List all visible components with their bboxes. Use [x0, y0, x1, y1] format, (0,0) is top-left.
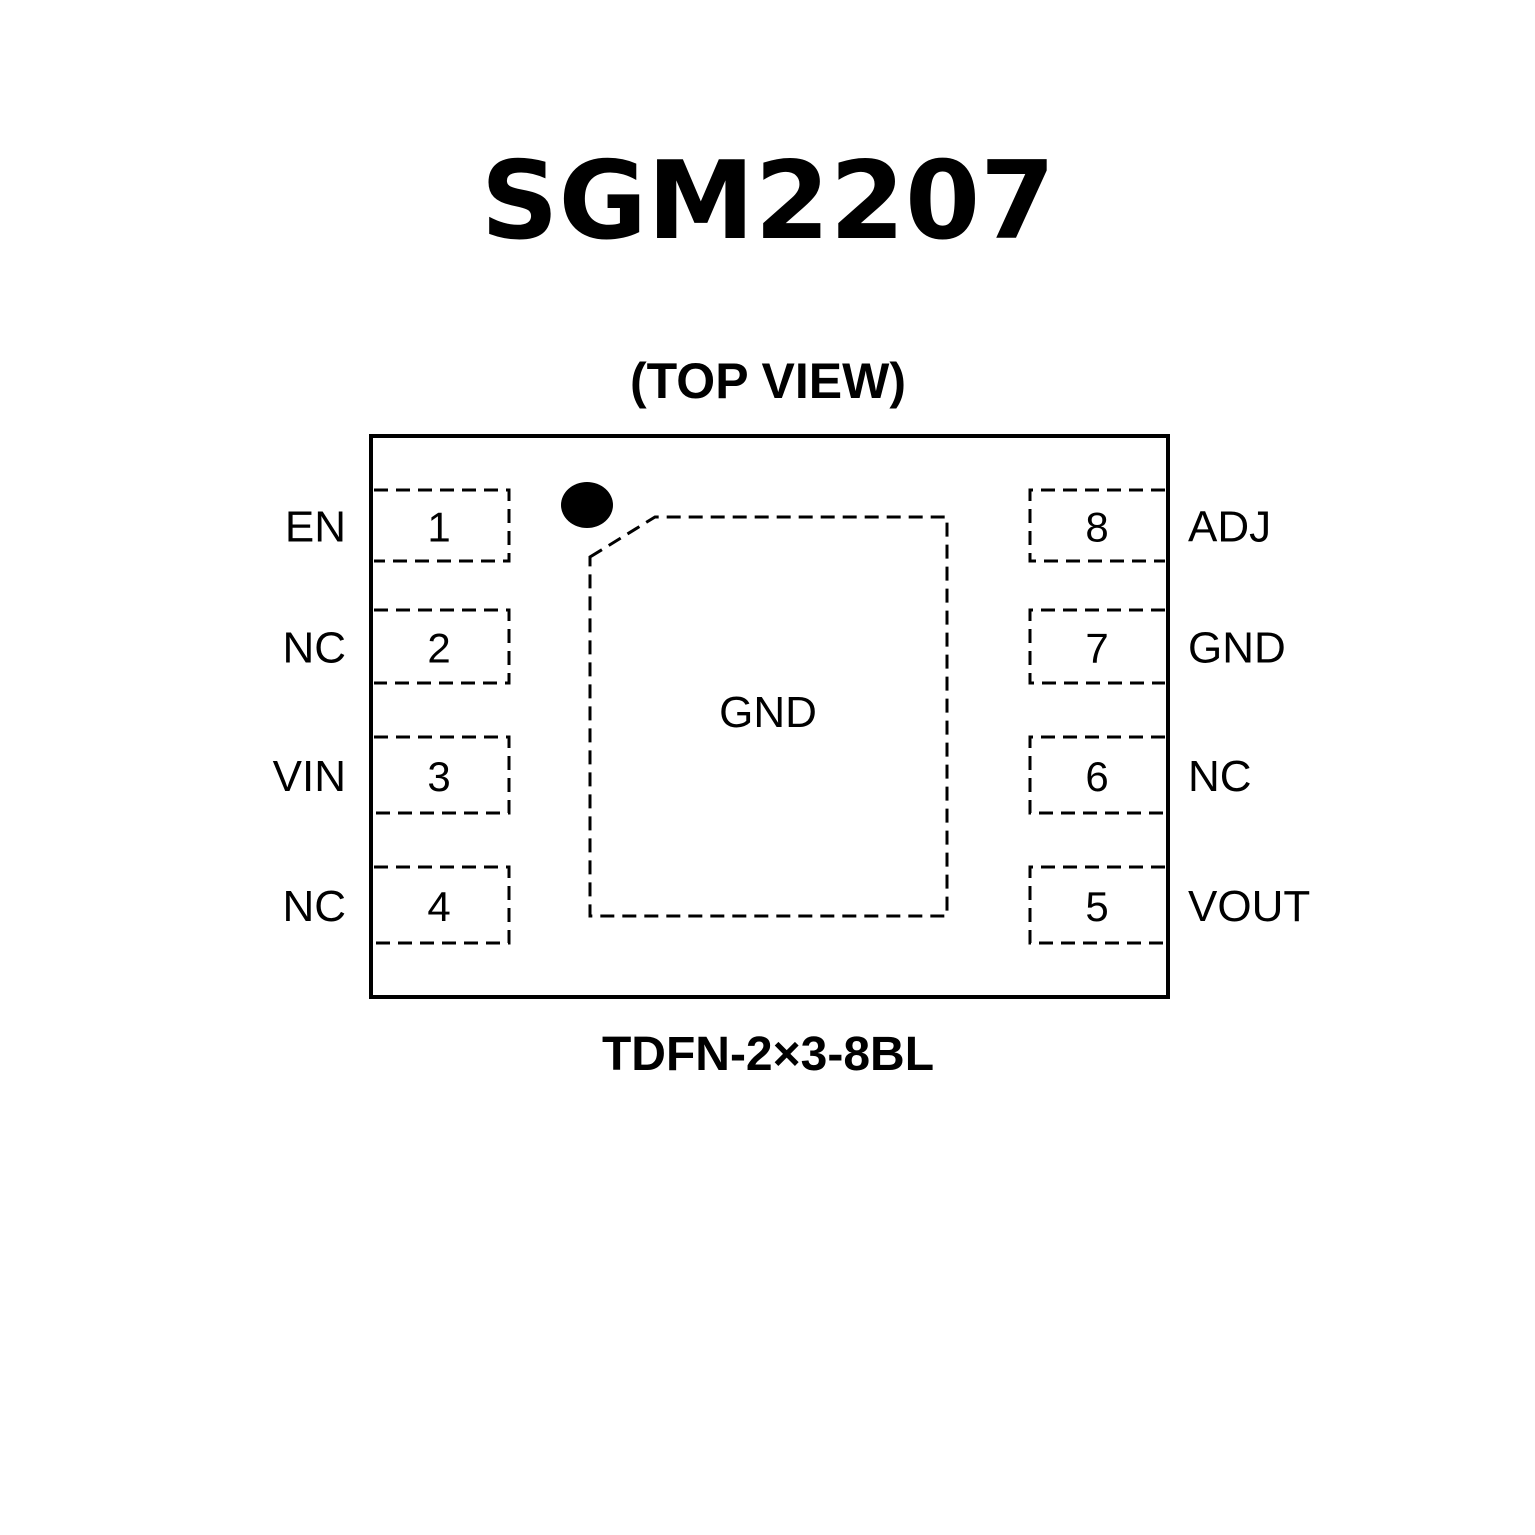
pin-name-4: NC [282, 882, 346, 931]
view-label: (TOP VIEW) [630, 353, 906, 409]
pin1-marker-dot [561, 482, 613, 528]
pin-pad-5 [1028, 865, 1165, 945]
pin-name-7: GND [1188, 624, 1286, 673]
pin-name-1: EN [285, 503, 346, 552]
pin-pad-1 [374, 488, 511, 563]
pin-pad-4 [374, 865, 511, 945]
pin-pad-6 [1028, 735, 1165, 815]
pin-number-2: 2 [427, 625, 450, 672]
package-outline [369, 434, 1170, 999]
pin-pad-3 [374, 735, 511, 815]
pin-number-5: 5 [1085, 883, 1108, 930]
pin-pad-7 [1028, 608, 1165, 685]
pin-number-7: 7 [1085, 625, 1108, 672]
pin-number-3: 3 [427, 753, 450, 800]
exposed-pad-label: GND [719, 688, 817, 737]
pin-name-6: NC [1188, 752, 1252, 801]
chip-title: SGM2207 [481, 139, 1056, 264]
pin-number-1: 1 [427, 504, 450, 551]
package-name: TDFN-2×3-8BL [602, 1028, 934, 1081]
pin-number-8: 8 [1085, 504, 1108, 551]
pin-pad-8 [1028, 488, 1165, 563]
pin-pad-2 [374, 608, 511, 685]
pin-name-5: VOUT [1188, 882, 1310, 931]
pin-name-2: NC [282, 624, 346, 673]
pin-name-3: VIN [273, 752, 346, 801]
pin-number-6: 6 [1085, 753, 1108, 800]
pin-name-8: ADJ [1188, 503, 1271, 552]
pin-number-4: 4 [427, 883, 450, 930]
